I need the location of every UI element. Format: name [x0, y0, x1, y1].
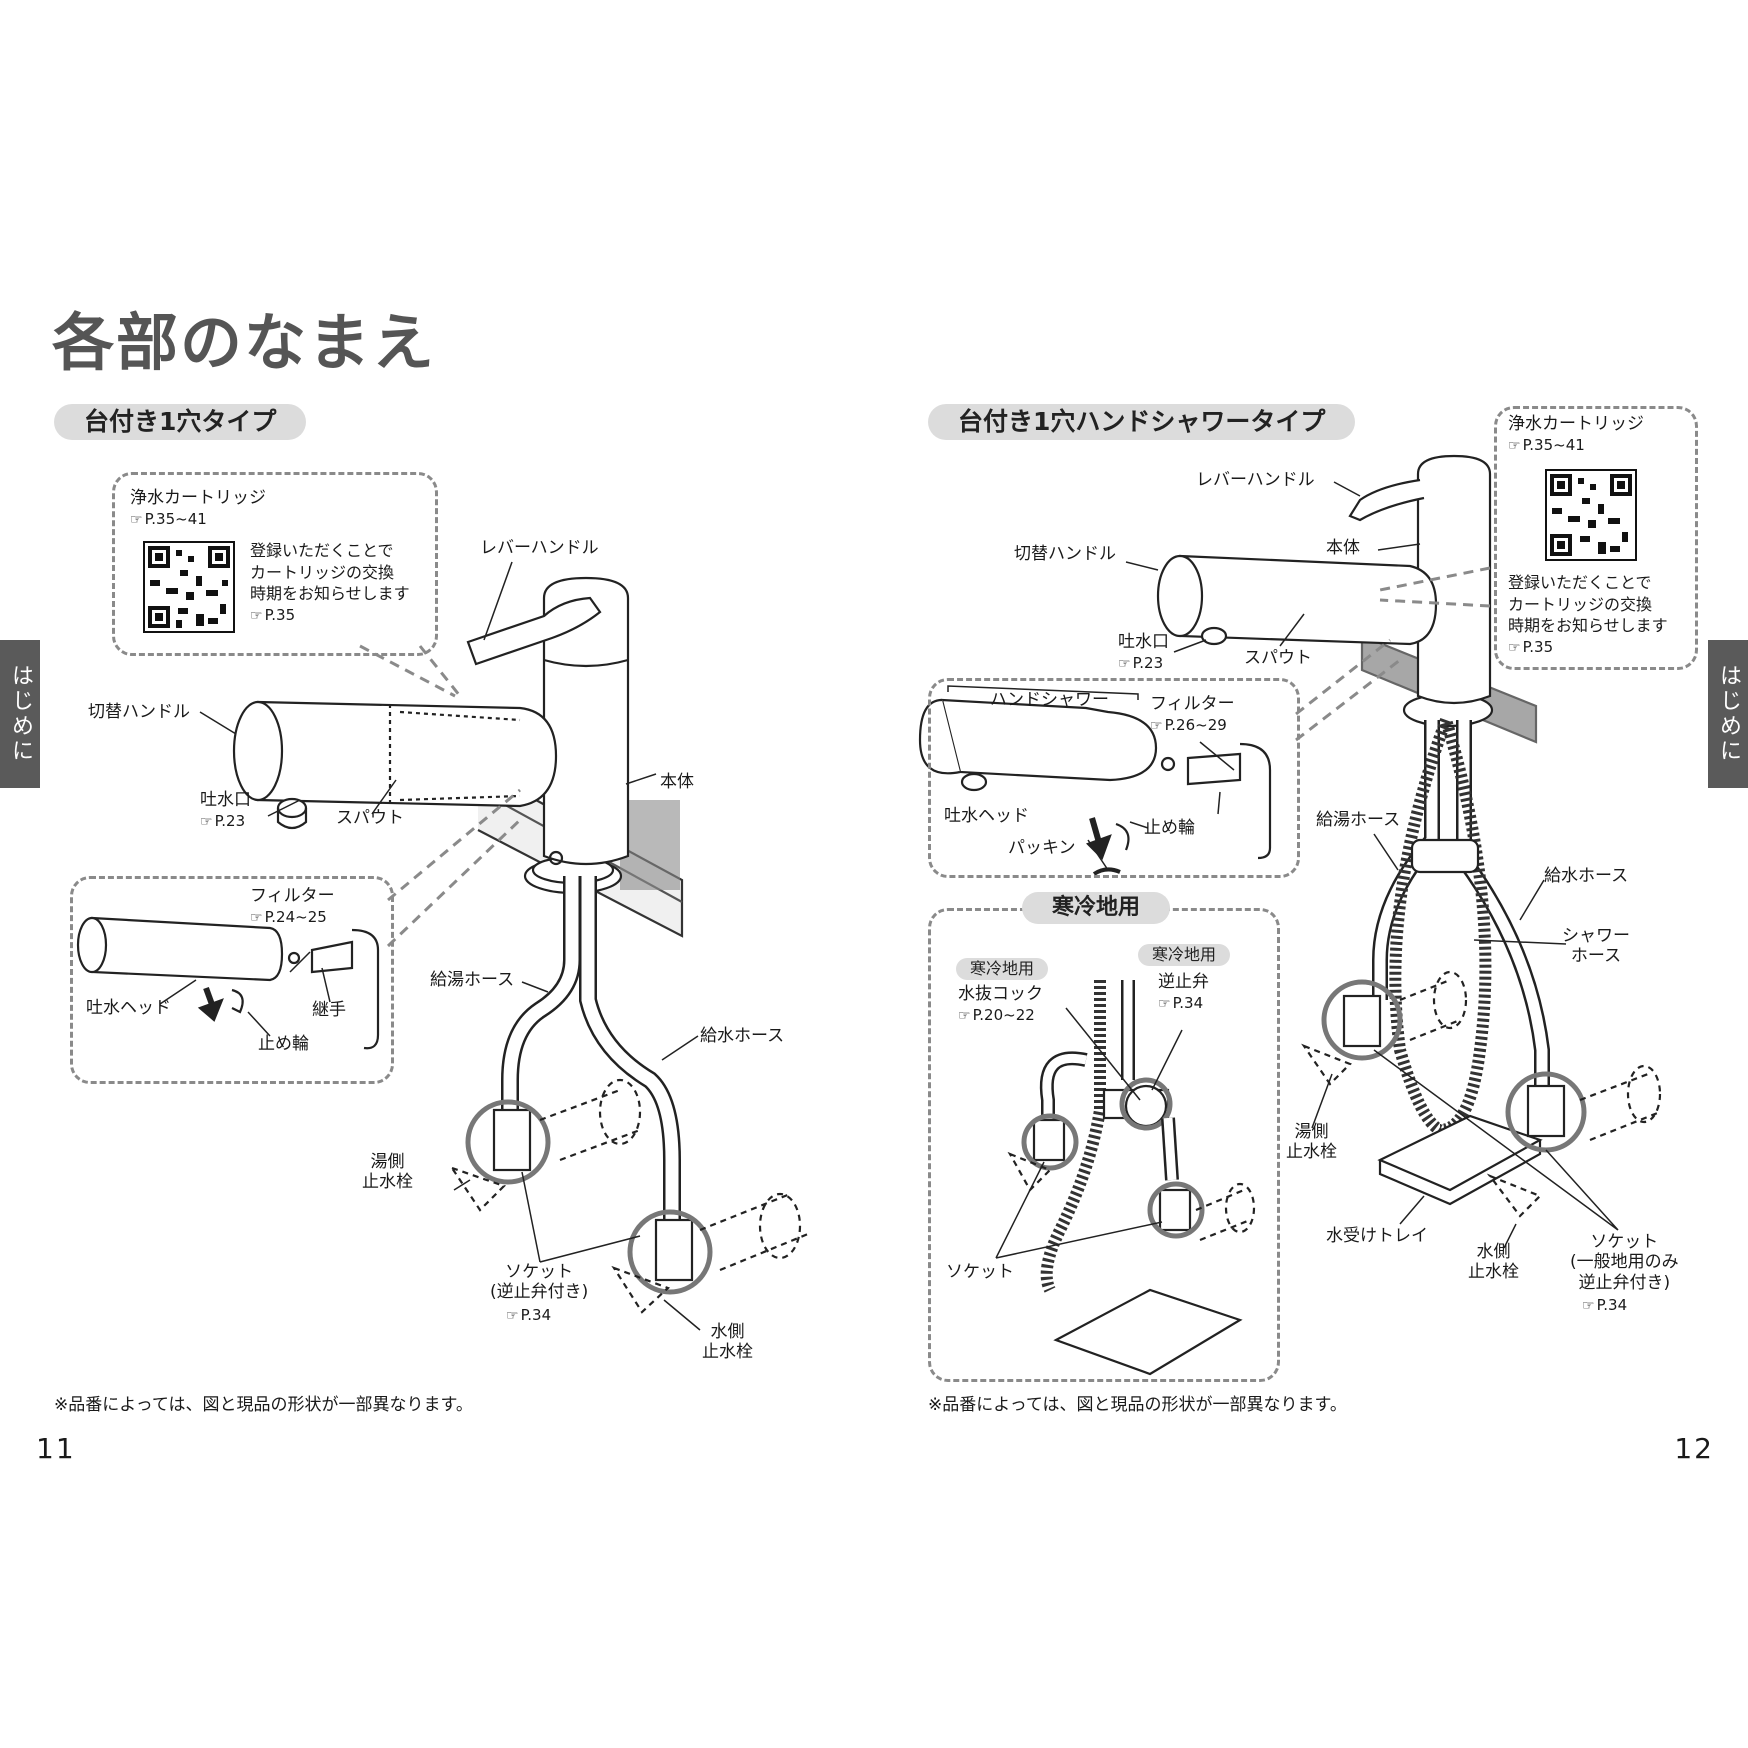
- label-switch-handle-right: 切替ハンドル: [1014, 544, 1116, 564]
- qr-code-icon: [143, 541, 235, 633]
- cold-region-title: 寒冷地用: [1022, 892, 1171, 924]
- label-packing-right: パッキン: [1008, 838, 1076, 858]
- label-body-left: 本体: [660, 772, 694, 792]
- label-spout-left: スパウト: [336, 808, 404, 828]
- side-tab-right: はじめに: [1708, 640, 1748, 788]
- pointing-hand-icon: ☞: [1508, 438, 1521, 454]
- filter-ref-left[interactable]: ☞P.24~25: [250, 908, 327, 926]
- page-number-left: 11: [36, 1432, 76, 1465]
- cold-region-tag-1: 寒冷地用: [956, 958, 1049, 980]
- pointing-hand-icon: ☞: [250, 910, 263, 926]
- cartridge-ref-left[interactable]: ☞P.35~41: [130, 510, 207, 528]
- label-filter-right: フィルター: [1150, 694, 1235, 714]
- label-lever-handle-left: レバーハンドル: [480, 538, 599, 558]
- cartridge-text-left: 登録いただくことで カートリッジの交換 時期をお知らせします: [250, 541, 410, 604]
- outlet-ref-right[interactable]: ☞P.23: [1118, 654, 1164, 672]
- cold-region-tag-2: 寒冷地用: [1138, 944, 1231, 966]
- pointing-hand-icon: ☞: [200, 814, 213, 830]
- socket-ref-left[interactable]: ☞P.34: [506, 1306, 552, 1324]
- cartridge-ref2-right[interactable]: ☞P.35: [1508, 638, 1554, 656]
- right-callout-leaders: [1295, 566, 1491, 742]
- footnote-right: ※品番によっては、図と現品の形状が一部異なります。: [928, 1395, 1347, 1415]
- pointing-hand-icon: ☞: [958, 1008, 971, 1024]
- label-hot-hose-left: 給湯ホース: [430, 970, 515, 990]
- outlet-ref-left[interactable]: ☞P.23: [200, 812, 246, 830]
- filter-ref-right[interactable]: ☞P.26~29: [1150, 716, 1227, 734]
- label-cold-hose-left: 給水ホース: [700, 1026, 785, 1046]
- label-cold-valve-left: 水側止水栓: [702, 1322, 753, 1363]
- label-leader-lines: [159, 481, 1619, 1331]
- footnote-left: ※品番によっては、図と現品の形状が一部異なります。: [54, 1395, 473, 1415]
- label-joint-left: 継手: [312, 1000, 346, 1020]
- cartridge-title-left: 浄水カートリッジ: [130, 488, 266, 508]
- label-lever-handle-right: レバーハンドル: [1196, 470, 1315, 490]
- cartridge-callout-left: [112, 472, 438, 656]
- label-cold-valve-right: 水側止水栓: [1468, 1242, 1519, 1283]
- check-valve-ref[interactable]: ☞P.34: [1158, 994, 1204, 1012]
- label-check-valve: 逆止弁: [1158, 972, 1209, 992]
- side-tab-left: はじめに: [0, 640, 40, 788]
- label-hot-hose-right: 給湯ホース: [1316, 810, 1401, 830]
- pointing-hand-icon: ☞: [130, 512, 143, 528]
- pointing-hand-icon: ☞: [506, 1308, 519, 1324]
- cartridge-title-right: 浄水カートリッジ: [1508, 414, 1644, 434]
- label-tray-right: 水受けトレイ: [1326, 1226, 1428, 1246]
- pointing-hand-icon: ☞: [250, 608, 263, 624]
- cartridge-text-right: 登録いただくことで カートリッジの交換 時期をお知らせします: [1508, 573, 1668, 636]
- label-head-right: 吐水ヘッド: [944, 806, 1029, 826]
- section-heading-left: 台付き1穴タイプ: [54, 404, 307, 440]
- label-spout-right: スパウト: [1244, 648, 1312, 668]
- drain-ref[interactable]: ☞P.20~22: [958, 1006, 1035, 1024]
- pointing-hand-icon: ☞: [1582, 1298, 1595, 1314]
- pointing-hand-icon: ☞: [1158, 996, 1171, 1012]
- right-faucet-illustration: [1156, 454, 1662, 1218]
- filter-callout-left: [70, 876, 394, 1084]
- left-filter-detail-illustration: [76, 916, 380, 1050]
- label-cold-hose-right: 給水ホース: [1544, 866, 1629, 886]
- label-stop-ring-right: 止め輪: [1144, 818, 1195, 838]
- page-title: 各部のなまえ: [52, 306, 437, 379]
- label-shower-hose-right: シャワーホース: [1562, 926, 1630, 967]
- label-socket-right: ソケット (一般地用のみ 逆止弁付き): [1570, 1232, 1679, 1293]
- label-socket-cold: ソケット: [946, 1262, 1014, 1282]
- label-switch-handle-left: 切替ハンドル: [88, 702, 190, 722]
- cartridge-callout-right: [1494, 406, 1698, 670]
- label-body-right: 本体: [1326, 538, 1360, 558]
- label-hand-shower: ハンドシャワー: [990, 690, 1109, 710]
- label-outlet-right: 吐水口: [1118, 632, 1169, 652]
- left-faucet-illustration: [232, 576, 809, 1314]
- socket-ref-right[interactable]: ☞P.34: [1582, 1296, 1628, 1314]
- pointing-hand-icon: ☞: [1150, 718, 1163, 734]
- label-hot-valve-right: 湯側止水栓: [1286, 1122, 1337, 1163]
- pointing-hand-icon: ☞: [1508, 640, 1521, 656]
- cold-region-illustration: [1007, 980, 1256, 1376]
- label-drain-cock: 水抜コック: [958, 984, 1043, 1004]
- section-heading-right: 台付き1穴ハンドシャワータイプ: [928, 404, 1356, 440]
- label-outlet-left: 吐水口: [200, 790, 251, 810]
- label-head-left: 吐水ヘッド: [86, 998, 171, 1018]
- label-socket-left: ソケット(逆止弁付き): [490, 1262, 589, 1303]
- page-number-right: 12: [1674, 1432, 1714, 1465]
- handshower-callout-right: [928, 678, 1300, 878]
- label-stop-ring-left: 止め輪: [258, 1034, 309, 1054]
- label-filter-left: フィルター: [250, 886, 335, 906]
- cartridge-ref2-left[interactable]: ☞P.35: [250, 606, 296, 624]
- label-hot-valve-left: 湯側止水栓: [362, 1152, 413, 1193]
- cartridge-ref-right[interactable]: ☞P.35~41: [1508, 436, 1585, 454]
- qr-code-icon: [1545, 469, 1637, 561]
- pointing-hand-icon: ☞: [1118, 656, 1131, 672]
